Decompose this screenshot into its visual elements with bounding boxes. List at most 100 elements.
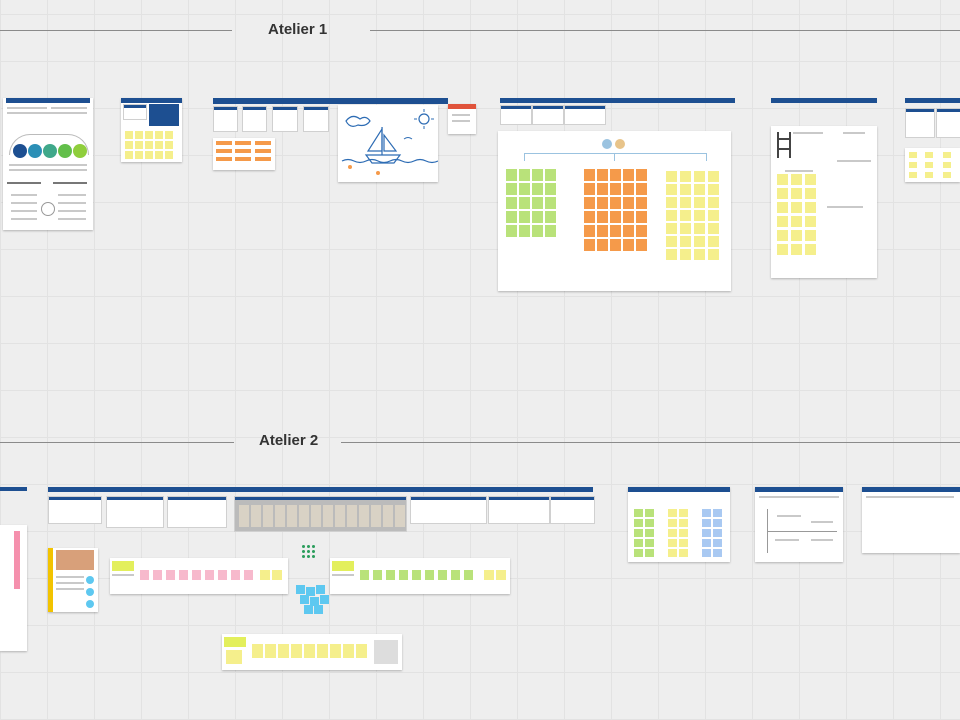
- sticky-note[interactable]: [304, 605, 313, 614]
- sticky-note[interactable]: [584, 169, 595, 181]
- sticky-note[interactable]: [356, 644, 367, 658]
- sticky-note[interactable]: [532, 169, 543, 181]
- sticky-note[interactable]: [636, 183, 647, 195]
- sticky-note[interactable]: [584, 225, 595, 237]
- sticky-note[interactable]: [679, 549, 688, 557]
- mini-card[interactable]: [488, 496, 550, 524]
- photo-thumbnail[interactable]: [251, 505, 261, 527]
- bottom-journey-board[interactable]: [222, 634, 402, 670]
- sticky-note[interactable]: [296, 585, 305, 594]
- photo-thumbnail[interactable]: [299, 505, 309, 527]
- sticky-note[interactable]: [597, 183, 608, 195]
- board-frame-a1[interactable]: [3, 98, 93, 230]
- sticky-note[interactable]: [805, 202, 816, 213]
- photo-thumbnail[interactable]: [371, 505, 381, 527]
- sticky-note[interactable]: [702, 549, 711, 557]
- sticky-note[interactable]: [451, 570, 460, 580]
- sticky-note[interactable]: [218, 570, 227, 580]
- photo-thumbnail[interactable]: [239, 505, 249, 527]
- sticky-note[interactable]: [584, 211, 595, 223]
- sticky-note[interactable]: [506, 211, 517, 223]
- sticky-note[interactable]: [694, 171, 705, 182]
- sticky-note[interactable]: [610, 239, 621, 251]
- sticky-note[interactable]: [179, 570, 188, 580]
- sticky-note[interactable]: [343, 644, 354, 658]
- sticky-note[interactable]: [679, 539, 688, 547]
- sticky-note[interactable]: [708, 249, 719, 260]
- sticky-note[interactable]: [519, 225, 530, 237]
- sticky-note[interactable]: [791, 188, 802, 199]
- mini-card[interactable]: [167, 496, 227, 528]
- board-frame-b2[interactable]: [628, 487, 730, 562]
- sticky-note[interactable]: [791, 244, 802, 255]
- sticky-note[interactable]: [777, 202, 788, 213]
- board-frame-a3-redcard[interactable]: [448, 104, 476, 134]
- sticky-note[interactable]: [545, 169, 556, 181]
- sticky-note[interactable]: [464, 570, 473, 580]
- sticky-note[interactable]: [320, 595, 329, 604]
- sticky-note[interactable]: [623, 183, 634, 195]
- photo-thumbnail[interactable]: [359, 505, 369, 527]
- sticky-note[interactable]: [694, 210, 705, 221]
- sticky-note[interactable]: [668, 529, 677, 537]
- sticky-note[interactable]: [708, 236, 719, 247]
- sticky-note[interactable]: [584, 239, 595, 251]
- sticky-note[interactable]: [680, 171, 691, 182]
- sticky-note[interactable]: [140, 570, 149, 580]
- pink-journey-board[interactable]: [110, 558, 288, 594]
- sticky-note[interactable]: [597, 225, 608, 237]
- sticky-note[interactable]: [545, 225, 556, 237]
- sticky-note[interactable]: [623, 197, 634, 209]
- green-journey-board[interactable]: [330, 558, 510, 594]
- mini-card[interactable]: [242, 106, 267, 132]
- sticky-note[interactable]: [506, 197, 517, 209]
- sticky-note[interactable]: [634, 549, 643, 557]
- sticky-note[interactable]: [506, 169, 517, 181]
- sticky-note[interactable]: [506, 225, 517, 237]
- sticky-note[interactable]: [791, 202, 802, 213]
- sticky-note[interactable]: [694, 184, 705, 195]
- sticky-note[interactable]: [532, 211, 543, 223]
- mini-card[interactable]: [936, 108, 960, 138]
- sticky-note[interactable]: [399, 570, 408, 580]
- sticky-note[interactable]: [777, 188, 788, 199]
- sticky-note[interactable]: [645, 529, 654, 537]
- sticky-note[interactable]: [306, 587, 315, 596]
- sticky-note[interactable]: [519, 183, 530, 195]
- sticky-note[interactable]: [519, 169, 530, 181]
- sticky-note[interactable]: [702, 539, 711, 547]
- sticky-note[interactable]: [166, 570, 175, 580]
- sticky-note[interactable]: [777, 174, 788, 185]
- sticky-note[interactable]: [680, 249, 691, 260]
- sticky-note[interactable]: [666, 210, 677, 221]
- board-frame-a5-header[interactable]: [771, 98, 877, 103]
- mini-card[interactable]: [905, 108, 935, 138]
- board-frame-a3-orange-list[interactable]: [213, 138, 275, 170]
- sticky-note[interactable]: [679, 509, 688, 517]
- board-frame-a2[interactable]: [121, 98, 182, 162]
- sticky-board-large[interactable]: [498, 131, 731, 291]
- sticky-note[interactable]: [708, 197, 719, 208]
- sticky-note[interactable]: [713, 549, 722, 557]
- poster-card[interactable]: [48, 548, 98, 612]
- sticky-note[interactable]: [330, 644, 341, 658]
- sticky-note[interactable]: [373, 570, 382, 580]
- sailboat-illustration[interactable]: [338, 105, 438, 182]
- board-frame-a4-header[interactable]: [500, 98, 735, 103]
- photo-thumbnail[interactable]: [323, 505, 333, 527]
- sticky-note[interactable]: [316, 585, 325, 594]
- sticky-note[interactable]: [304, 644, 315, 658]
- sticky-note[interactable]: [668, 519, 677, 527]
- sticky-note[interactable]: [694, 249, 705, 260]
- sticky-note[interactable]: [805, 230, 816, 241]
- photo-thumbnail[interactable]: [335, 505, 345, 527]
- sticky-note[interactable]: [519, 197, 530, 209]
- sticky-note[interactable]: [360, 570, 369, 580]
- board-frame-a5[interactable]: [771, 126, 877, 278]
- mini-card[interactable]: [564, 105, 606, 125]
- sticky-note[interactable]: [597, 169, 608, 181]
- sticky-note[interactable]: [668, 549, 677, 557]
- blue-sticky-cluster[interactable]: [296, 585, 330, 615]
- sticky-note[interactable]: [310, 597, 319, 606]
- sticky-note[interactable]: [680, 184, 691, 195]
